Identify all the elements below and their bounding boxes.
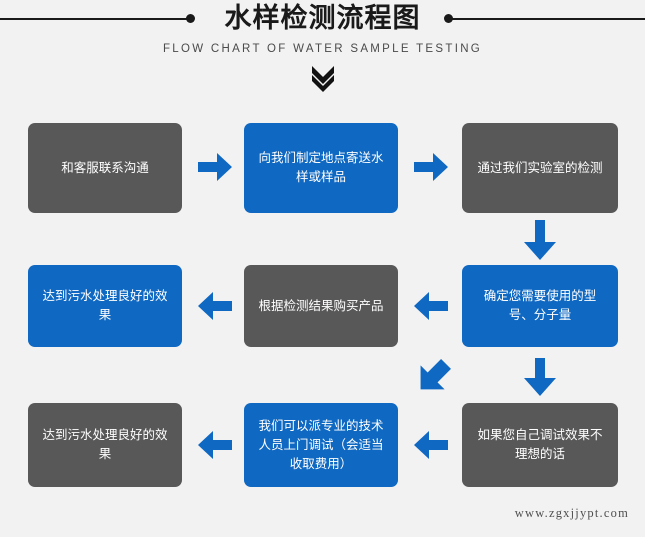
flow-step-3-label: 通过我们实验室的检测 xyxy=(477,160,603,175)
page-subtitle: FLOW CHART OF WATER SAMPLE TESTING xyxy=(162,43,483,55)
flow-step-2-label: 向我们制定地点寄送水样或样品 xyxy=(258,151,384,184)
arrow-down-c3-r2-r3 xyxy=(524,358,556,396)
flow-step-1-label: 和客服联系沟通 xyxy=(61,160,149,175)
flow-step-5[interactable]: 根据检测结果购买产品 xyxy=(244,265,398,347)
flow-step-2[interactable]: 向我们制定地点寄送水样或样品 xyxy=(244,123,398,213)
flow-step-3[interactable]: 通过我们实验室的检测 xyxy=(462,123,618,213)
header-rule-right xyxy=(452,18,645,20)
site-watermark: www.zgxjjypt.com xyxy=(514,506,629,520)
flow-step-9[interactable]: 达到污水处理良好的效果 xyxy=(28,403,182,487)
flow-step-8-label: 我们可以派专业的技术人员上门调试（会适当收取费用） xyxy=(258,418,384,471)
header-rule-dot-left xyxy=(186,14,195,23)
arrow-left-r3-c2-c1 xyxy=(198,431,232,459)
flow-step-4[interactable]: 确定您需要使用的型号、分子量 xyxy=(462,265,618,347)
flow-step-7-label: 如果您自己调试效果不理想的话 xyxy=(477,428,603,461)
flow-step-1[interactable]: 和客服联系沟通 xyxy=(28,123,182,213)
arrow-left-r3-c3-c2 xyxy=(414,431,448,459)
double-chevron-down-icon xyxy=(0,66,645,97)
arrow-right-r1-c2-c3 xyxy=(414,153,448,181)
arrow-down-c3-r1-r2 xyxy=(524,220,556,260)
page-title: 水样检测流程图 xyxy=(224,3,421,33)
flow-step-8[interactable]: 我们可以派专业的技术人员上门调试（会适当收取费用） xyxy=(244,403,398,487)
flow-step-5-label: 根据检测结果购买产品 xyxy=(258,298,384,313)
header-rule-dot-right xyxy=(444,14,453,23)
flow-step-6-label: 达到污水处理良好的效果 xyxy=(42,289,168,322)
flow-step-7[interactable]: 如果您自己调试效果不理想的话 xyxy=(462,403,618,487)
flow-step-4-label: 确定您需要使用的型号、分子量 xyxy=(483,289,597,322)
arrow-down-left-diagonal xyxy=(413,355,455,397)
header-rule-left xyxy=(0,18,190,20)
arrow-right-r1-c1-c2 xyxy=(198,153,232,181)
chart-header: 水样检测流程图 FLOW CHART OF WATER SAMPLE TESTI… xyxy=(0,0,645,100)
arrow-left-r2-c3-c2 xyxy=(414,292,448,320)
flow-step-9-label: 达到污水处理良好的效果 xyxy=(42,428,168,461)
flow-step-6[interactable]: 达到污水处理良好的效果 xyxy=(28,265,182,347)
arrow-left-r2-c2-c1 xyxy=(198,292,232,320)
